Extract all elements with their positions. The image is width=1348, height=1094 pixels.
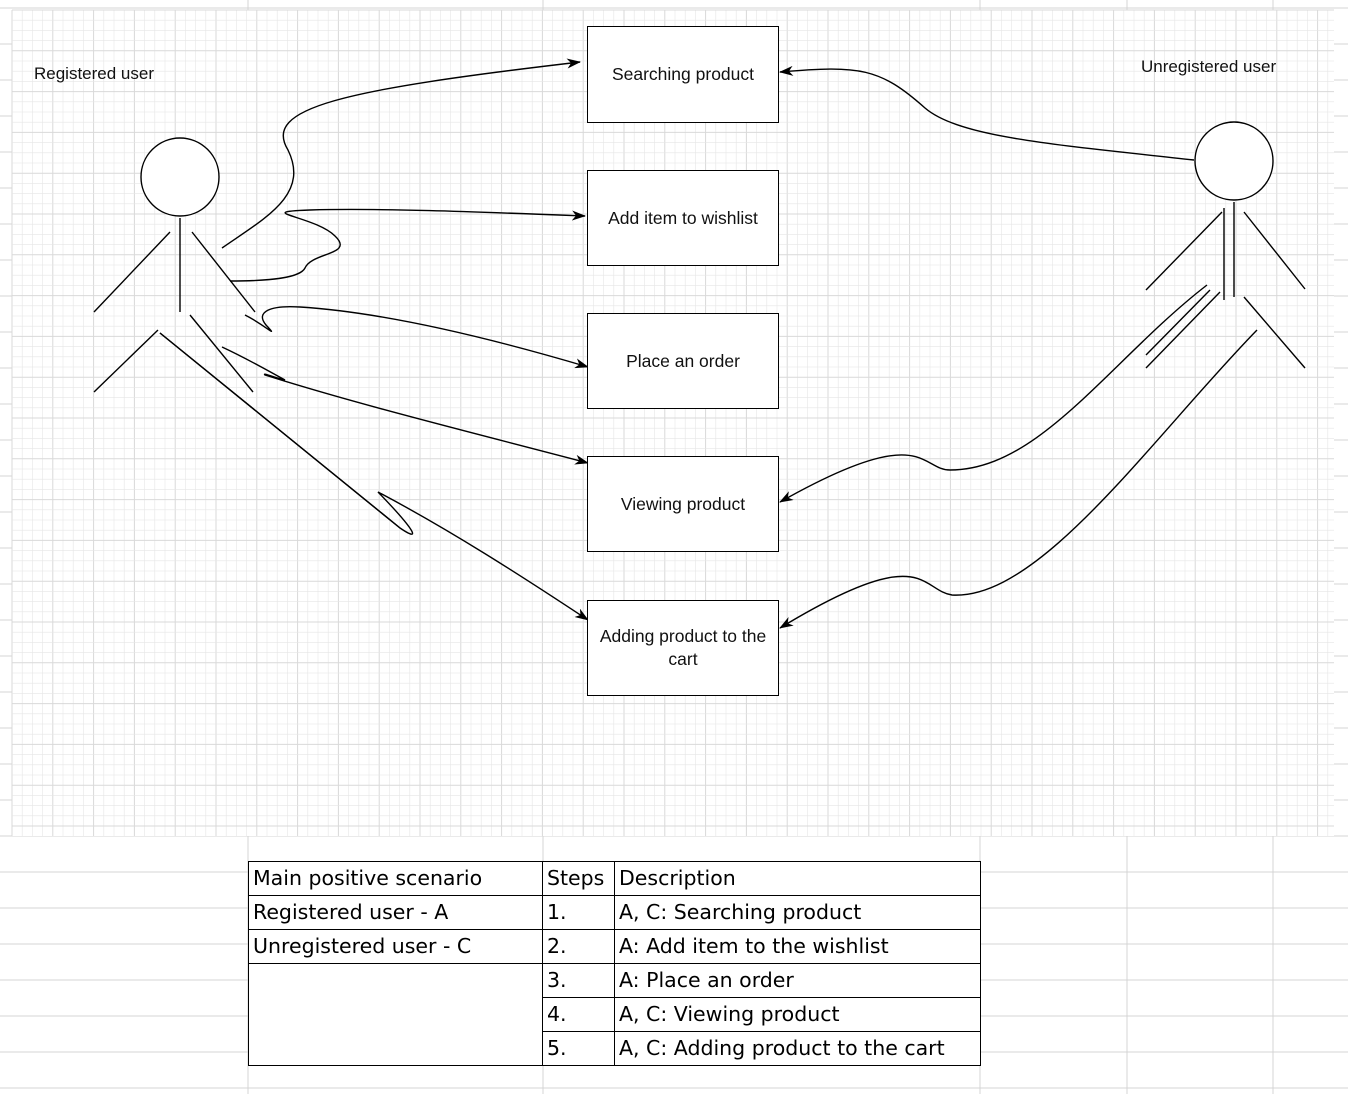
description-cell[interactable]: A: Add item to the wishlist — [614, 929, 981, 964]
description-cell[interactable]: A: Place an order — [614, 963, 981, 998]
step-cell[interactable]: 2. — [542, 929, 615, 964]
usecase-add-to-wishlist[interactable]: Add item to wishlist — [587, 170, 779, 266]
role-empty-cell[interactable] — [248, 997, 543, 1032]
connector-unregistered-search[interactable] — [779, 65, 1195, 161]
table-header-row: Main positive scenario Steps Description — [248, 861, 981, 896]
connector-unregistered-view[interactable] — [779, 284, 1208, 503]
connector-registered-cart[interactable] — [159, 332, 589, 621]
canvas-background — [12, 10, 1334, 836]
registered-user-actor[interactable] — [93, 137, 401, 529]
usecase-searching-product[interactable]: Searching product — [587, 26, 779, 123]
role-registered-user[interactable]: Registered user - A — [248, 895, 543, 930]
unregistered-user-label: Unregistered user — [1141, 57, 1277, 76]
header-description[interactable]: Description — [614, 861, 981, 896]
unregistered-user-head — [1194, 121, 1274, 201]
usecase-adding-to-cart[interactable]: Adding product to the cart — [587, 600, 779, 696]
usecase-place-order[interactable]: Place an order — [587, 313, 779, 409]
step-cell[interactable]: 3. — [542, 963, 615, 998]
canvas-grid — [11, 9, 1334, 836]
header-steps[interactable]: Steps — [542, 861, 615, 896]
connector-registered-search[interactable] — [221, 58, 581, 249]
step-cell[interactable]: 5. — [542, 1031, 615, 1066]
connector-unregistered-cart[interactable] — [779, 329, 1258, 629]
connector-registered-view[interactable] — [221, 346, 589, 465]
description-cell[interactable]: A, C: Viewing product — [614, 997, 981, 1032]
usecase-viewing-product[interactable]: Viewing product — [587, 456, 779, 552]
header-main-positive-scenario[interactable]: Main positive scenario — [248, 861, 543, 896]
role-empty-cell[interactable] — [248, 963, 543, 998]
scenario-table: Main positive scenario Steps Description… — [248, 861, 981, 1066]
unregistered-user-actor[interactable] — [1145, 121, 1306, 369]
connector-registered-order[interactable] — [244, 305, 589, 369]
step-cell[interactable]: 4. — [542, 997, 615, 1032]
table-row: Unregistered user - C 2. A: Add item to … — [248, 929, 981, 964]
role-empty-cell[interactable] — [248, 1031, 543, 1066]
table-row: Registered user - A 1. A, C: Searching p… — [248, 895, 981, 930]
table-row: 5. A, C: Adding product to the cart — [248, 1031, 981, 1066]
registered-user-body — [93, 218, 401, 529]
registered-user-label: Registered user — [34, 64, 155, 83]
description-cell[interactable]: A, C: Adding product to the cart — [614, 1031, 981, 1066]
table-row: 3. A: Place an order — [248, 963, 981, 998]
diagram-canvas — [11, 9, 1334, 836]
registered-user-head — [140, 137, 220, 217]
role-unregistered-user[interactable]: Unregistered user - C — [248, 929, 543, 964]
description-cell[interactable]: A, C: Searching product — [614, 895, 981, 930]
step-cell[interactable]: 1. — [542, 895, 615, 930]
table-row: 4. A, C: Viewing product — [248, 997, 981, 1032]
unregistered-user-body — [1145, 202, 1306, 369]
connector-registered-wishlist[interactable] — [229, 208, 586, 282]
